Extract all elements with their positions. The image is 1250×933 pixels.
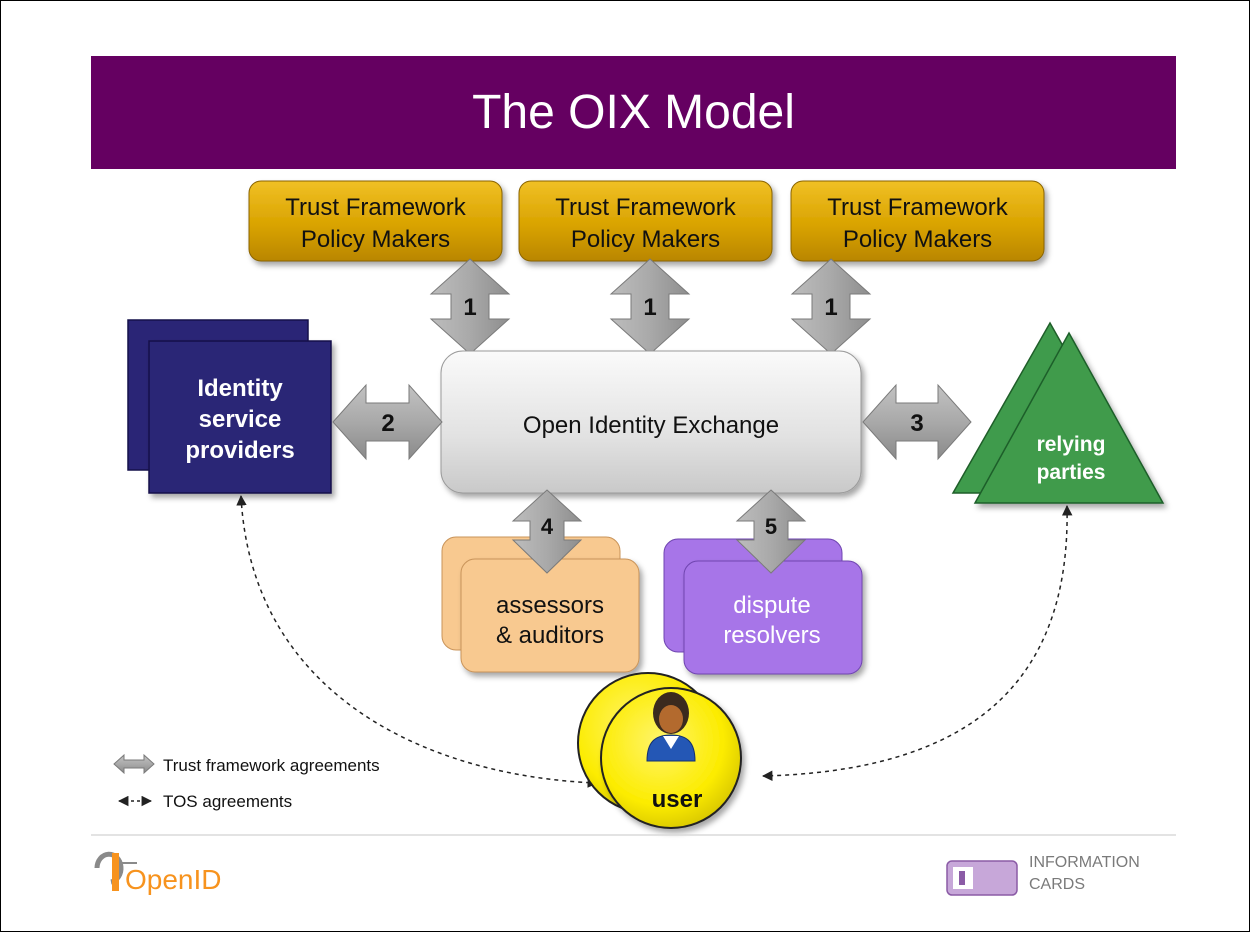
arrow-label-1a: 1 (463, 294, 476, 321)
legend-tos-label: TOS agreements (163, 792, 292, 811)
policy-maker-label-2b: Policy Makers (571, 226, 720, 253)
exchange-label: Open Identity Exchange (523, 412, 779, 439)
assessors-label-2: & auditors (496, 622, 604, 649)
user-label: user (652, 786, 703, 813)
information-cards-logo-icon (946, 860, 1018, 896)
arrow-label-3: 3 (910, 410, 923, 437)
policy-maker-label-3a: Trust Framework (827, 194, 1008, 221)
dispute-label-1: dispute (733, 592, 810, 619)
arrow-label-1c: 1 (824, 294, 837, 321)
assessors-label-1: assessors (496, 592, 604, 619)
tos-curve-relying-user (761, 504, 1073, 782)
page-title: The OIX Model (472, 86, 795, 139)
legend-trust-label: Trust framework agreements (163, 756, 380, 775)
double-arrow-icon (113, 753, 155, 775)
identity-label-3: providers (185, 437, 294, 464)
person-icon (646, 692, 696, 762)
infocards-label-1: INFORMATION (1029, 854, 1140, 871)
title-bar: The OIX Model (91, 56, 1176, 169)
policy-maker-box-1 (248, 180, 503, 262)
policy-maker-box-2 (518, 180, 773, 262)
arrow-label-1b: 1 (643, 294, 656, 321)
dispute-label-2: resolvers (723, 622, 820, 649)
identity-providers-icon (127, 319, 332, 494)
policy-maker-label-1a: Trust Framework (285, 194, 466, 221)
relying-parties-icon (951, 321, 1165, 504)
infocards-label-2: CARDS (1029, 876, 1085, 893)
relying-label-1: relying (1037, 433, 1106, 456)
arrow-label-4: 4 (541, 514, 554, 539)
arrow-label-2: 2 (381, 410, 394, 437)
identity-label-2: service (199, 406, 282, 433)
policy-maker-label-2a: Trust Framework (555, 194, 736, 221)
policy-maker-box-3 (790, 180, 1045, 262)
relying-label-2: parties (1037, 461, 1106, 484)
agreement-arrow-3 (862, 383, 972, 461)
openid-logo-icon (94, 851, 137, 891)
openid-logo-text: OpenID (125, 864, 222, 895)
tos-curve-identity-user (236, 494, 599, 788)
agreement-arrow-2 (332, 383, 443, 461)
identity-label-1: Identity (197, 375, 283, 402)
policy-maker-label-3b: Policy Makers (843, 226, 992, 253)
arrow-label-5: 5 (765, 514, 777, 539)
policy-maker-label-1b: Policy Makers (301, 226, 450, 253)
